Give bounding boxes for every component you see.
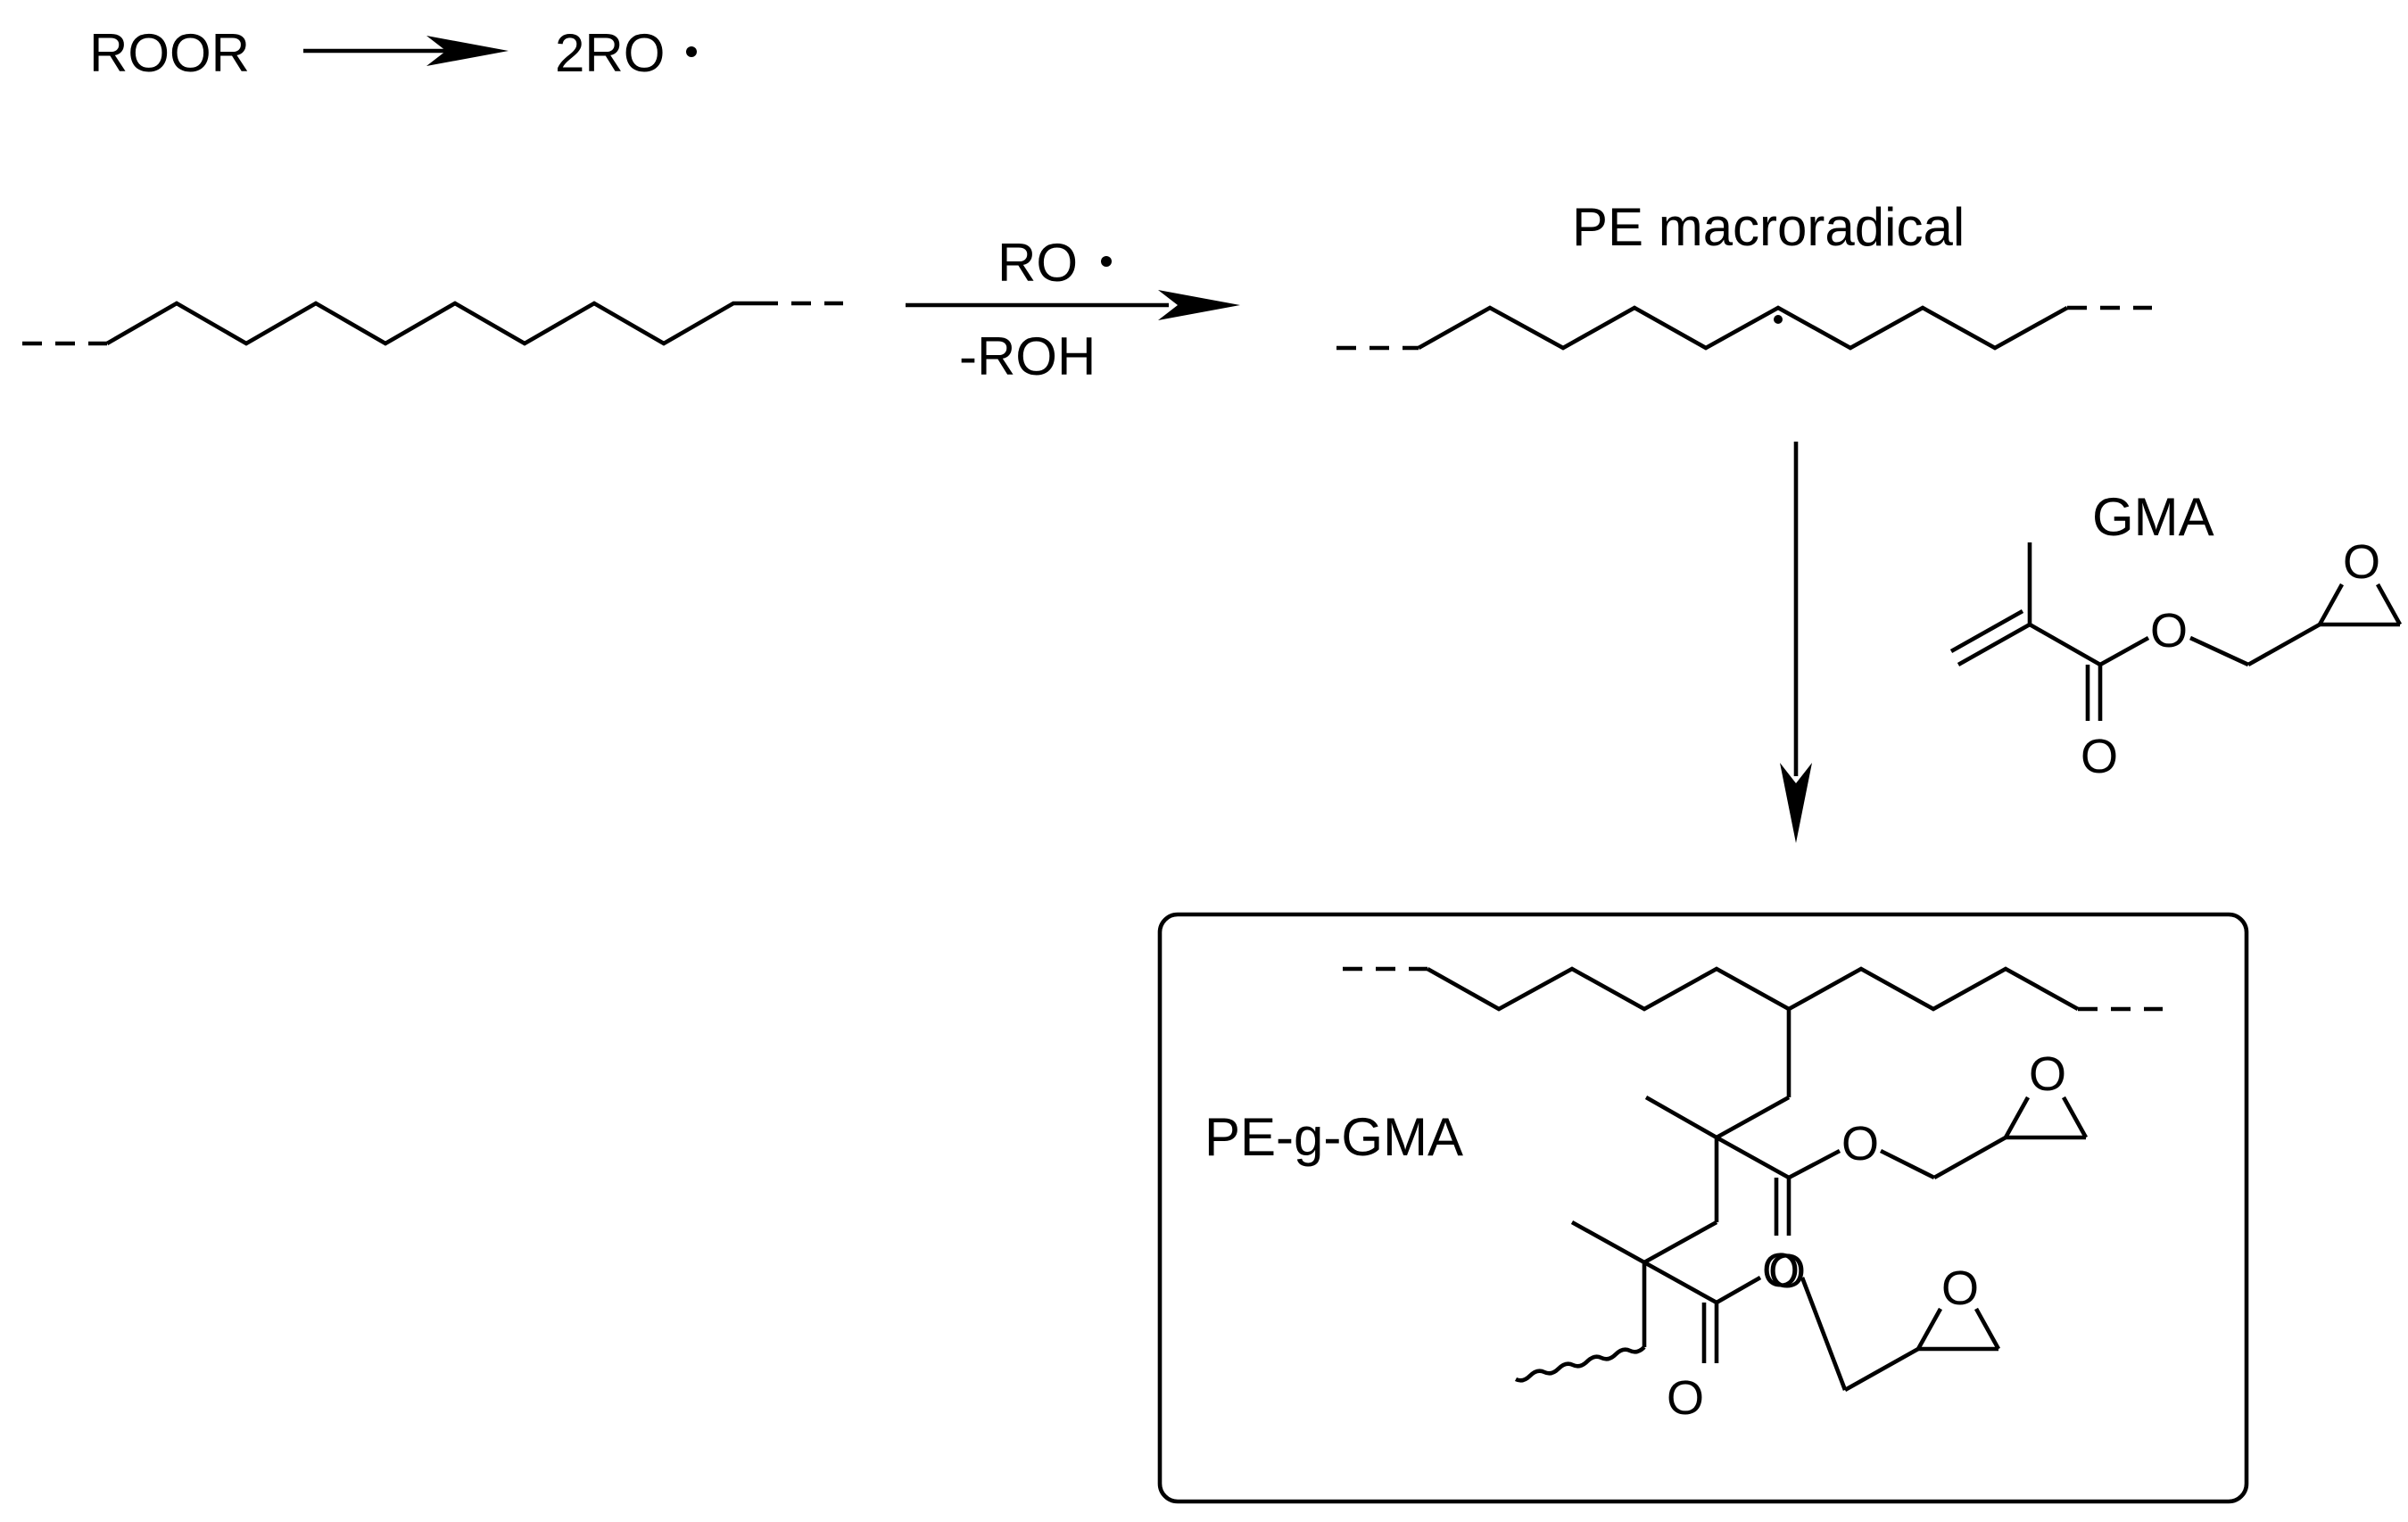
reagent-radical-dot [1101, 256, 1112, 267]
carbonyl-oxygen: O [2081, 730, 2118, 783]
pe-macroradical-chain [1336, 305, 2152, 351]
epoxide-oxygen: O [2343, 535, 2380, 589]
byproduct-label: -ROH [959, 327, 1096, 386]
ester-oxygen-2: O [1762, 1244, 1800, 1297]
abstraction-arrow [906, 290, 1240, 320]
monomer-label: GMA [2092, 487, 2214, 547]
macroradical-label: PE macroradical [1572, 197, 1965, 257]
product-box [1157, 912, 2249, 1504]
radical-dot [686, 46, 697, 57]
initiator-product-label: 2RO [555, 23, 665, 83]
product-label: PE-g-GMA [1204, 1107, 1463, 1167]
grafting-arrow [1780, 442, 1812, 843]
carbonyl-oxygen-2: O [1667, 1371, 1704, 1425]
initiation-arrow [303, 36, 509, 66]
pe-chain [22, 301, 843, 346]
gma-structure: O O O [1949, 535, 2403, 783]
ester-oxygen: O [2150, 604, 2188, 658]
epoxide-oxygen-1: O [2029, 1047, 2066, 1101]
initiator-label: ROOR [89, 23, 250, 83]
ester-oxygen-1: O [1841, 1117, 1879, 1170]
reagent-label: RO [997, 233, 1078, 293]
epoxide-oxygen-2: O [1941, 1261, 1979, 1315]
pe-g-gma-structure: O O O O O O [1343, 966, 2163, 1425]
carbonyl-oxygen-1: O [1768, 1245, 1806, 1298]
